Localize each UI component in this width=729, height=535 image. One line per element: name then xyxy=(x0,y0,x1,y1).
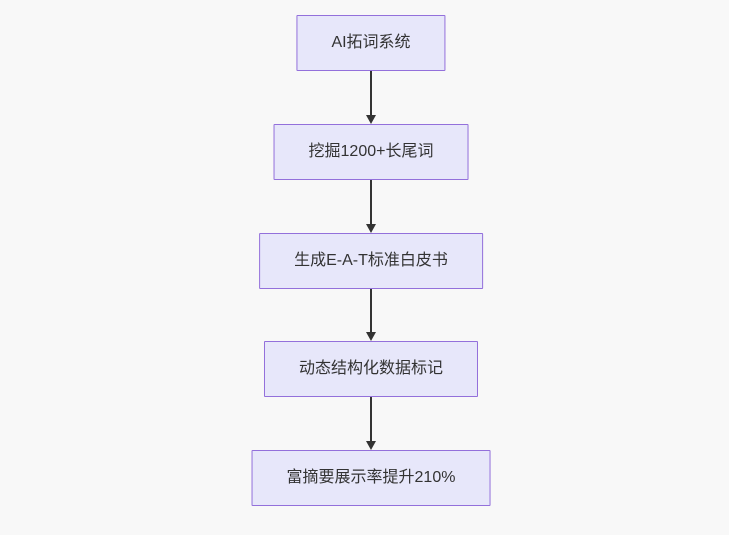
arrow-head-icon xyxy=(366,441,376,450)
flow-node-structured-data-markup: 动态结构化数据标记 xyxy=(263,341,479,397)
arrow-line xyxy=(370,289,372,332)
arrow-head-icon xyxy=(366,115,376,124)
flow-arrow-2 xyxy=(366,180,376,233)
flow-node-rich-snippet-result: 富摘要展示率提升210% xyxy=(251,450,491,506)
arrow-head-icon xyxy=(366,224,376,233)
flow-node-label: 挖掘1200+长尾词 xyxy=(308,143,434,160)
flow-node-label: 生成E-A-T标准白皮书 xyxy=(294,252,448,269)
flow-node-ai-word-expansion: AI拓词系统 xyxy=(296,15,446,71)
flow-arrow-1 xyxy=(366,71,376,124)
flow-node-longtail-mining: 挖掘1200+长尾词 xyxy=(273,124,469,180)
flow-node-eat-whitepaper: 生成E-A-T标准白皮书 xyxy=(259,233,483,289)
flow-node-label: 动态结构化数据标记 xyxy=(298,360,444,377)
flow-node-label: AI拓词系统 xyxy=(331,34,411,51)
flow-node-label: 富摘要展示率提升210% xyxy=(286,469,456,486)
arrow-line xyxy=(370,71,372,115)
arrow-head-icon xyxy=(366,332,376,341)
flow-arrow-3 xyxy=(366,289,376,341)
arrow-line xyxy=(370,397,372,441)
arrow-line xyxy=(370,180,372,224)
flow-arrow-4 xyxy=(366,397,376,450)
